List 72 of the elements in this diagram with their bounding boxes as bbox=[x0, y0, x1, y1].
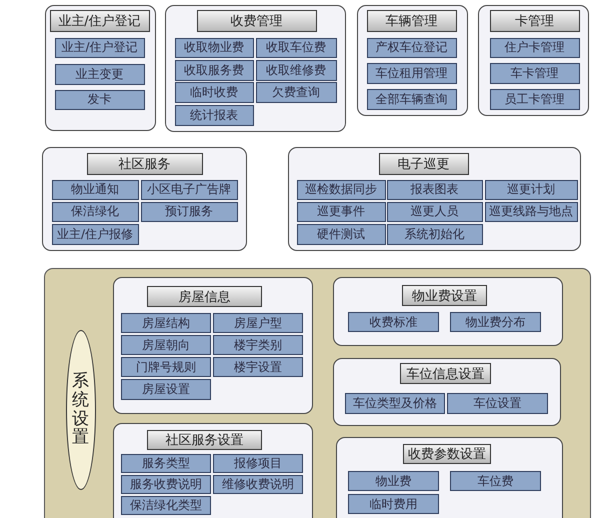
function-box: 物业费 bbox=[348, 471, 439, 491]
function-box: 临时收费 bbox=[174, 82, 254, 102]
function-box: 楼宇类别 bbox=[213, 335, 303, 355]
function-box: 统计报表 bbox=[174, 104, 254, 126]
function-box: 服务收费说明 bbox=[121, 475, 211, 494]
function-box: 保洁绿化 bbox=[52, 202, 138, 222]
function-box: 住户卡管理 bbox=[490, 38, 580, 58]
function-box: 业主/住户登记 bbox=[54, 38, 144, 58]
function-box: 收费标准 bbox=[348, 312, 439, 332]
function-box: 巡更事件 bbox=[296, 202, 386, 222]
function-box: 硬件测试 bbox=[296, 224, 386, 244]
module-panel bbox=[336, 436, 562, 518]
function-box: 巡更线路与地点 bbox=[484, 202, 578, 222]
function-box: 收取物业费 bbox=[174, 38, 254, 58]
module-title: 收费参数设置 bbox=[403, 444, 491, 464]
module-panel bbox=[45, 5, 156, 131]
module-title: 社区服务 bbox=[86, 152, 202, 174]
function-box: 业主/住户报修 bbox=[52, 224, 138, 244]
function-box: 服务类型 bbox=[121, 454, 211, 473]
module-panel bbox=[332, 276, 562, 346]
function-box: 房屋户型 bbox=[213, 313, 303, 333]
function-box: 维修收费说明 bbox=[213, 475, 303, 494]
function-box: 巡更人员 bbox=[386, 202, 482, 222]
function-box: 保洁绿化类型 bbox=[121, 496, 211, 515]
function-box: 车位设置 bbox=[447, 393, 548, 414]
function-box: 发卡 bbox=[54, 90, 144, 110]
function-box: 业主变更 bbox=[54, 64, 144, 84]
module-panel bbox=[112, 422, 312, 518]
module-panel bbox=[478, 5, 589, 116]
module-panel bbox=[332, 358, 560, 426]
function-box: 房屋朝向 bbox=[121, 335, 211, 355]
function-box: 楼宇设置 bbox=[213, 357, 303, 377]
function-box: 报修项目 bbox=[213, 454, 303, 473]
function-box: 房屋结构 bbox=[121, 313, 211, 333]
function-box: 全部车辆查询 bbox=[366, 88, 456, 110]
settings-ellipse: 系统设置 bbox=[66, 330, 96, 490]
function-box: 巡检数据同步 bbox=[296, 180, 386, 200]
function-box: 临时费用 bbox=[348, 494, 439, 514]
function-box: 收取服务费 bbox=[174, 60, 254, 80]
function-box: 员工卡管理 bbox=[490, 88, 580, 110]
function-box: 车位类型及价格 bbox=[345, 393, 445, 414]
module-title: 收费管理 bbox=[196, 10, 316, 32]
function-box: 欠费查询 bbox=[256, 82, 336, 102]
function-box: 门牌号规则 bbox=[121, 357, 211, 377]
module-title: 车位信息设置 bbox=[400, 363, 491, 384]
function-box: 收取维修费 bbox=[256, 60, 336, 80]
module-title: 物业费设置 bbox=[402, 285, 487, 306]
function-box: 巡更计划 bbox=[484, 180, 578, 200]
function-box: 车位租用管理 bbox=[366, 62, 456, 84]
module-panel bbox=[112, 276, 312, 414]
function-box: 收取车位费 bbox=[256, 38, 336, 58]
module-title: 社区服务设置 bbox=[147, 430, 262, 450]
module-title: 房屋信息 bbox=[147, 286, 262, 307]
module-panel bbox=[357, 5, 468, 116]
module-title: 电子巡更 bbox=[378, 152, 468, 174]
function-box: 报表图表 bbox=[386, 180, 482, 200]
function-box: 产权车位登记 bbox=[366, 38, 456, 58]
module-panel bbox=[42, 147, 247, 251]
function-box: 房屋设置 bbox=[121, 379, 211, 400]
function-box: 车卡管理 bbox=[490, 62, 580, 84]
module-title: 车辆管理 bbox=[366, 10, 456, 32]
module-panel bbox=[165, 5, 346, 132]
settings-panel bbox=[44, 268, 591, 518]
function-box: 系统初始化 bbox=[386, 224, 482, 244]
module-title: 业主/住户登记 bbox=[50, 10, 150, 32]
module-panel bbox=[288, 147, 581, 251]
function-box: 物业通知 bbox=[52, 180, 138, 200]
module-title: 卡管理 bbox=[490, 10, 580, 32]
function-box: 车位费 bbox=[450, 471, 541, 491]
function-box: 物业费分布 bbox=[450, 312, 541, 332]
function-box: 预订服务 bbox=[140, 202, 238, 222]
function-box: 小区电子广告牌 bbox=[140, 180, 238, 200]
